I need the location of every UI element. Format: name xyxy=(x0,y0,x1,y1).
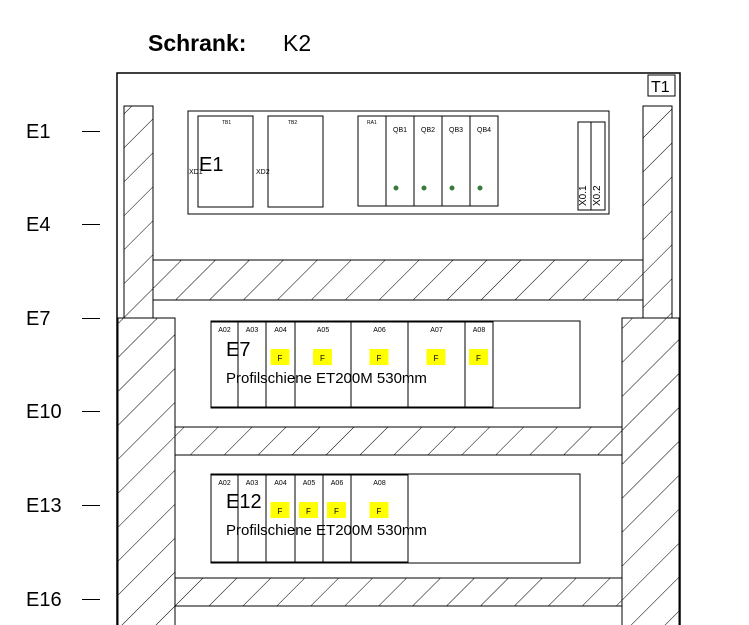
status-flag xyxy=(426,349,446,365)
status-flag-text: F xyxy=(334,507,339,516)
upright-right-upper xyxy=(642,105,673,319)
crossbar-2 xyxy=(174,426,623,456)
tag-box xyxy=(647,74,676,97)
x02-label: X0.2 xyxy=(592,185,603,206)
tag-text: T1 xyxy=(651,79,670,96)
status-flag xyxy=(469,349,488,365)
row-tick xyxy=(82,224,100,225)
row-tick xyxy=(82,505,100,506)
rail-e12-label: Profilschiene ET200M 530mm xyxy=(226,522,427,539)
status-flag xyxy=(313,349,332,365)
row-label-e16: E16 xyxy=(26,589,62,611)
io-module-label: A07 xyxy=(430,327,443,334)
rail-e7-label: Profilschiene ET200M 530mm xyxy=(226,370,427,387)
power-supply-tb2 xyxy=(267,115,324,208)
breaker-label: QB2 xyxy=(421,127,435,134)
breaker-group: QB1 QB2 QB3 QB4 xyxy=(385,115,499,207)
power-supply-tb1 xyxy=(197,115,254,208)
status-flag-text: F xyxy=(377,507,382,516)
ra1-label: RA1 xyxy=(367,120,377,126)
io-module-label: A02 xyxy=(218,480,231,487)
status-flag-text: F xyxy=(476,354,481,363)
io-module-label: A02 xyxy=(218,327,231,334)
io-module-label: A06 xyxy=(373,327,386,334)
breaker-label: QB3 xyxy=(449,127,463,134)
row-label-e13: E13 xyxy=(26,495,62,517)
cabinet-title-label: Schrank: xyxy=(148,30,247,56)
io-module-label: A08 xyxy=(473,327,486,334)
row-label-e7: E7 xyxy=(26,308,51,330)
rail-e12-position: E12 xyxy=(226,491,262,513)
io-module-label: A03 xyxy=(246,480,259,487)
row-tick xyxy=(82,318,100,319)
status-flag xyxy=(270,502,290,518)
io-module-a08 xyxy=(464,321,494,408)
crossbar-3 xyxy=(174,577,623,607)
io-module-label: A04 xyxy=(274,327,287,334)
row-label-e1: E1 xyxy=(26,121,51,143)
cabinet-frame xyxy=(116,72,681,625)
x01-label: X0.1 xyxy=(578,185,589,206)
tb1-label: TB1 xyxy=(222,120,231,126)
row-tick xyxy=(82,599,100,600)
status-flag xyxy=(369,349,389,365)
io-module-label: A04 xyxy=(274,480,287,487)
io-module-label: A08 xyxy=(373,480,386,487)
xd2-label: XD2 xyxy=(256,169,270,176)
io-module-label: A06 xyxy=(331,480,344,487)
breaker-label: QB4 xyxy=(477,127,491,134)
io-module-label: A05 xyxy=(303,480,316,487)
panel-e1-position: E1 xyxy=(199,154,223,176)
status-flag-text: F xyxy=(306,507,311,516)
status-flag-text: F xyxy=(278,507,283,516)
upright-left-upper xyxy=(123,105,154,319)
breaker-indicator-icon xyxy=(393,185,399,191)
status-flag-text: F xyxy=(320,354,325,363)
io-module-a08 xyxy=(350,474,409,563)
upright-left-lower xyxy=(117,317,176,625)
breaker-qb4 xyxy=(469,115,499,207)
io-module-label: A05 xyxy=(317,327,330,334)
breaker-label: QB1 xyxy=(393,127,407,134)
upright-right-lower xyxy=(621,317,680,625)
row-tick xyxy=(82,131,100,132)
row-tick xyxy=(82,411,100,412)
rail-e7-position: E7 xyxy=(226,339,250,361)
tb2-label: TB2 xyxy=(288,120,297,126)
breaker-indicator-icon xyxy=(449,185,455,191)
status-flag xyxy=(369,502,389,518)
status-flag-text: F xyxy=(278,354,283,363)
breaker-indicator-icon xyxy=(421,185,427,191)
mounting-plate-e1 xyxy=(187,110,610,215)
status-flag xyxy=(299,502,318,518)
row-label-e10: E10 xyxy=(26,401,62,423)
status-flag-text: F xyxy=(434,354,439,363)
breaker-indicator-icon xyxy=(477,185,483,191)
crossbar-1 xyxy=(152,259,644,301)
status-flag xyxy=(327,502,346,518)
rail-e12 xyxy=(210,473,581,564)
io-module-label: A03 xyxy=(246,327,259,334)
xd1-label: XD1 xyxy=(189,169,203,176)
status-flag xyxy=(270,349,290,365)
cabinet-title-value: K2 xyxy=(283,30,312,56)
status-flag-text: F xyxy=(377,354,382,363)
row-label-e4: E4 xyxy=(26,214,51,236)
